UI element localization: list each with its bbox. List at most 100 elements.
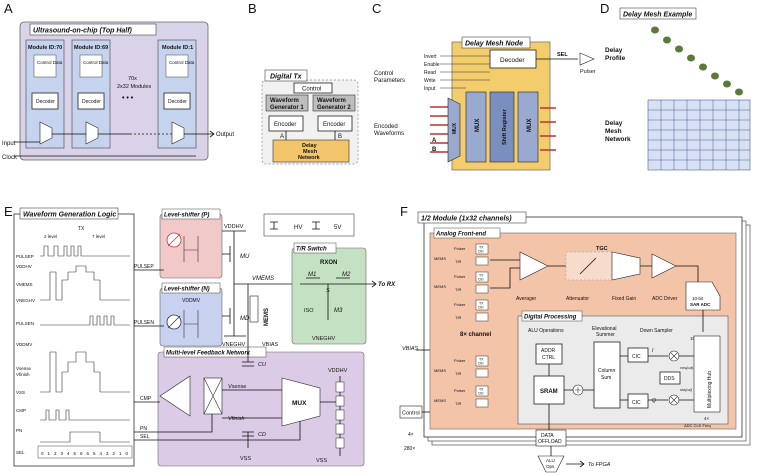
wgl-title: Waveform Generation Logic — [23, 212, 116, 219]
adc-input-wire — [676, 265, 699, 282]
data-line1: DATA — [541, 433, 554, 439]
delay-dot — [687, 54, 695, 62]
vfinish-label: Vfinish — [228, 416, 245, 422]
switch-cross-icon — [203, 377, 223, 415]
pulser-triangle-icon — [579, 52, 595, 66]
sar-adc-block — [685, 281, 721, 311]
vmems-label: VMEMS — [252, 276, 274, 282]
encoded-line1: Encoded — [374, 124, 398, 130]
control-data-label: Control Data — [169, 60, 195, 65]
cic-mixer-wires — [648, 355, 668, 401]
modules-count-line1: 70x — [128, 76, 137, 82]
sel-number: 2 — [54, 451, 57, 456]
mems-label: MEMS — [434, 256, 446, 261]
trace-vddhv: VDDHV — [16, 264, 32, 269]
alu-ops-label: ALU Operations — [528, 328, 564, 334]
ls-n-title-box — [161, 282, 221, 294]
tx-ctrl-box — [475, 299, 489, 311]
data-line2: OFFLOAD — [538, 439, 562, 445]
module-id-label: Module ID:1 — [162, 45, 193, 51]
delay-dot — [663, 36, 671, 44]
elevational-line1: Elevational — [592, 326, 616, 332]
mux-block — [465, 91, 487, 163]
280x-label: 280× — [404, 446, 415, 452]
delay-profile-line2: Profile — [605, 55, 626, 62]
channel-row: Pulser TX Ctrl T/R MEMS — [434, 385, 489, 408]
tx-ctrl-line1: TX — [479, 302, 484, 306]
down-sampler-label: Down Sampler — [640, 328, 673, 334]
output-mux — [517, 91, 539, 163]
ctrl-enable: Enable — [424, 62, 440, 68]
port-b-label: B — [338, 134, 342, 140]
delay-line1: Delay — [302, 143, 318, 149]
decoder-label: Decoder — [500, 57, 525, 64]
panel-b: B Digital Tx Control Waveform Generator … — [248, 1, 359, 165]
adc-line2: SAR ADC — [690, 302, 711, 307]
module-id-label: Module ID:70 — [28, 45, 62, 51]
pulser-label: Pulser — [580, 69, 596, 75]
shift-register-block — [489, 91, 515, 163]
ctrl-invert: Invert — [424, 54, 437, 60]
panel-letter-f: F — [400, 204, 408, 219]
channel-sum-wiring — [490, 259, 520, 289]
tr-label: T/R — [455, 371, 462, 376]
waveform-generator-2 — [312, 94, 356, 112]
pn-wire — [134, 414, 213, 433]
encoded-line2: Waveforms — [374, 131, 404, 137]
channel-count-label: 8× channel — [460, 332, 492, 338]
sel-number: 3 — [106, 451, 109, 456]
adder-plus-icon — [575, 387, 581, 393]
decoder-label: Decoder — [36, 99, 55, 105]
tr-wiring — [300, 277, 362, 320]
pulser-label: Pulser — [454, 302, 466, 307]
sin-label: sin(ωt) — [680, 387, 693, 392]
sram-label: SRAM — [540, 389, 558, 395]
vbias-label: VBIAS — [402, 346, 419, 352]
to-fpga-arrow — [566, 460, 585, 468]
modules-count-line2: 2x32 Modules — [117, 84, 151, 90]
tx-ctrl-line2: Ctrl — [478, 250, 484, 254]
input-arrows — [430, 106, 448, 153]
4x-left-label: 4× — [408, 432, 414, 438]
cic-i-block — [627, 347, 649, 363]
output-label: Output — [216, 132, 234, 138]
delay-dot — [735, 88, 743, 96]
wg2-line2: Generator 2 — [317, 105, 351, 111]
fixed-gain-amp — [611, 251, 641, 281]
panel-c: C Delay Mesh Node Control Parameters Inv… — [372, 1, 596, 171]
mux-block-label: MUX — [475, 119, 481, 132]
output-stage-wiring — [222, 231, 235, 336]
delay-profile-dots — [651, 26, 743, 96]
adc-driver-amp — [651, 253, 677, 279]
trace-vfinish: Vfinish — [16, 372, 30, 377]
m2-label: M2 — [342, 272, 351, 278]
ctrl-write: Write — [424, 78, 436, 84]
panel-letter-b: B — [248, 1, 257, 16]
column-line2: Sum — [601, 375, 611, 381]
output-arrow-wires — [540, 107, 556, 151]
wgl-title-box — [19, 207, 119, 220]
module-70: Module ID:70 Control Data Decoder — [25, 39, 65, 149]
timing-traces — [40, 245, 130, 443]
ls-p-wiring — [183, 236, 199, 262]
pulsep-input-label: PULSEP — [134, 264, 154, 270]
wg2-line1: Waveform — [317, 98, 346, 104]
output-arrow — [184, 130, 215, 138]
m1-label: M1 — [308, 272, 316, 278]
mems-label: MEMS — [434, 284, 446, 289]
cd-label: CD — [258, 432, 266, 438]
rxon-label: RXON — [320, 260, 337, 266]
tgc-label: TGC — [596, 246, 608, 252]
panel-letter-d: D — [600, 1, 609, 16]
control-label: Control — [402, 411, 420, 417]
cos-label: cos(ωt) — [680, 365, 694, 370]
control-data-doc-icon — [79, 54, 103, 78]
feedback-wiring — [222, 284, 282, 448]
capacitor-icons — [242, 361, 254, 437]
vss-label-2: VSS — [316, 458, 327, 464]
delay-line3: Network — [298, 155, 321, 161]
dds-block — [659, 371, 681, 385]
panel-f: F 1/2 Module (1x32 channels) Analog Fron… — [399, 204, 751, 473]
tx-ctrl-box — [475, 243, 489, 255]
